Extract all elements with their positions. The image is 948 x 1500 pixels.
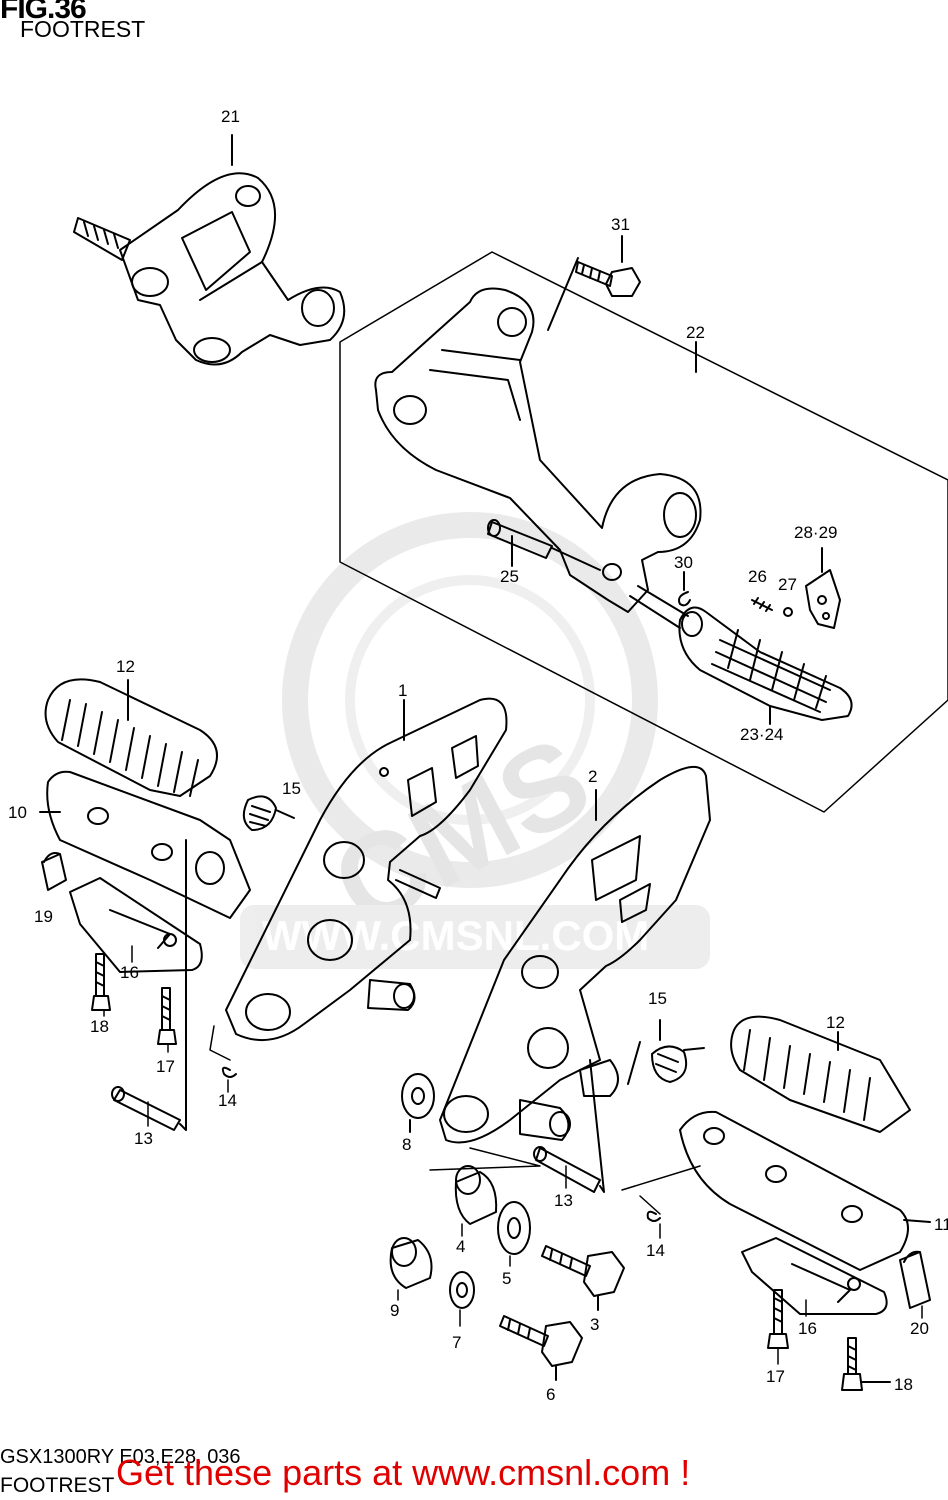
part-17-right-bolt <box>767 1289 789 1349</box>
label-3: 3 <box>590 1315 599 1334</box>
part-26-spring <box>751 597 773 612</box>
part-15-left-spring <box>242 795 277 831</box>
part-13-right-pin <box>533 1059 605 1193</box>
label-18-right: 18 <box>894 1375 913 1394</box>
label-5: 5 <box>502 1269 511 1288</box>
label-14-right: 14 <box>646 1241 665 1260</box>
part-12-left-rubber <box>44 678 219 797</box>
label-19: 19 <box>34 907 53 926</box>
part-21-rear-bracket <box>73 134 346 366</box>
part-11-right-peg <box>679 1110 931 1271</box>
label-12-left: 12 <box>116 657 135 676</box>
part-7-washer <box>449 1271 475 1309</box>
label-13-left: 13 <box>134 1129 153 1148</box>
part-1-left-bracket <box>225 697 508 1041</box>
promo-link[interactable]: Get these parts at www.cmsnl.com ! <box>116 1452 691 1493</box>
label-1: 1 <box>398 681 407 700</box>
label-18-left: 18 <box>90 1017 109 1036</box>
part-14-right-clip <box>646 1210 661 1222</box>
part-30-clip <box>678 591 691 607</box>
label-26: 26 <box>748 567 767 586</box>
part-23-24-footpeg <box>629 585 853 725</box>
cms-watermark: CMS WWW.CMSNL.COM <box>240 512 710 969</box>
part-18-right-bolt <box>841 1337 891 1391</box>
label-11: 11 <box>934 1215 948 1234</box>
part-15-right-spring <box>627 1019 705 1085</box>
label-28-29: 28·29 <box>794 523 837 542</box>
part-16-right-plate <box>741 1237 888 1315</box>
label-13-right: 13 <box>554 1191 573 1210</box>
label-30: 30 <box>674 553 693 572</box>
label-15-left: 15 <box>282 779 301 798</box>
part-20-right-nut <box>899 1250 931 1309</box>
part-10-left-peg <box>39 770 251 919</box>
label-16-left: 16 <box>120 963 139 982</box>
model-code: GSX1300RY E03,E28, 036 <box>0 1446 241 1468</box>
label-9: 9 <box>390 1301 399 1320</box>
label-15-right: 15 <box>648 989 667 1008</box>
label-20: 20 <box>910 1319 929 1338</box>
part-17-left-bolt <box>157 987 177 1045</box>
part-4-bushing <box>429 1147 541 1225</box>
label-12-right: 12 <box>826 1013 845 1032</box>
part-2-right-bracket <box>439 766 711 1144</box>
part-13-left-pin <box>111 839 187 1131</box>
part-22-kit-outline <box>339 251 948 813</box>
label-22: 22 <box>686 323 705 342</box>
label-17-left: 17 <box>156 1057 175 1076</box>
part-31-bolt <box>547 235 641 331</box>
label-31: 31 <box>611 215 630 234</box>
part-14-left-clip <box>221 1066 237 1078</box>
label-10: 10 <box>8 803 27 822</box>
section-name: FOOTREST <box>0 1474 115 1497</box>
label-16-right: 16 <box>798 1319 817 1338</box>
part-19-left-nut <box>41 852 67 891</box>
part-5-washer <box>497 1201 531 1255</box>
part-27-ball <box>783 607 793 617</box>
label-21: 21 <box>221 107 240 126</box>
label-14-left: 14 <box>218 1091 237 1110</box>
label-23-24: 23·24 <box>740 725 783 744</box>
part-22-bracket <box>374 287 702 613</box>
label-8: 8 <box>402 1135 411 1154</box>
part-28-29-plate <box>805 547 841 629</box>
label-4: 4 <box>456 1237 465 1256</box>
part-labels: 21 31 22 28·29 25 30 26 27 23·24 12 1 2 … <box>8 107 948 1404</box>
figure-number: FIG.36 <box>0 0 87 25</box>
part-16-left-plate <box>69 877 203 973</box>
figure-title: FOOTREST <box>20 16 146 42</box>
part-25-pin <box>487 519 601 571</box>
label-25: 25 <box>500 567 519 586</box>
watermark-url-text: WWW.CMSNL.COM <box>262 912 649 959</box>
label-17-right: 17 <box>766 1367 785 1386</box>
part-8-washer <box>401 1073 435 1133</box>
part-3-bolt <box>541 1245 625 1311</box>
part-18-left-bolt <box>91 953 111 1011</box>
label-6: 6 <box>546 1385 555 1404</box>
label-2: 2 <box>588 767 597 786</box>
label-7: 7 <box>452 1333 461 1352</box>
part-6-bolt <box>499 1315 583 1381</box>
part-9-bushing <box>389 1237 433 1289</box>
label-27: 27 <box>778 575 797 594</box>
part-12-right-rubber <box>730 1015 911 1133</box>
